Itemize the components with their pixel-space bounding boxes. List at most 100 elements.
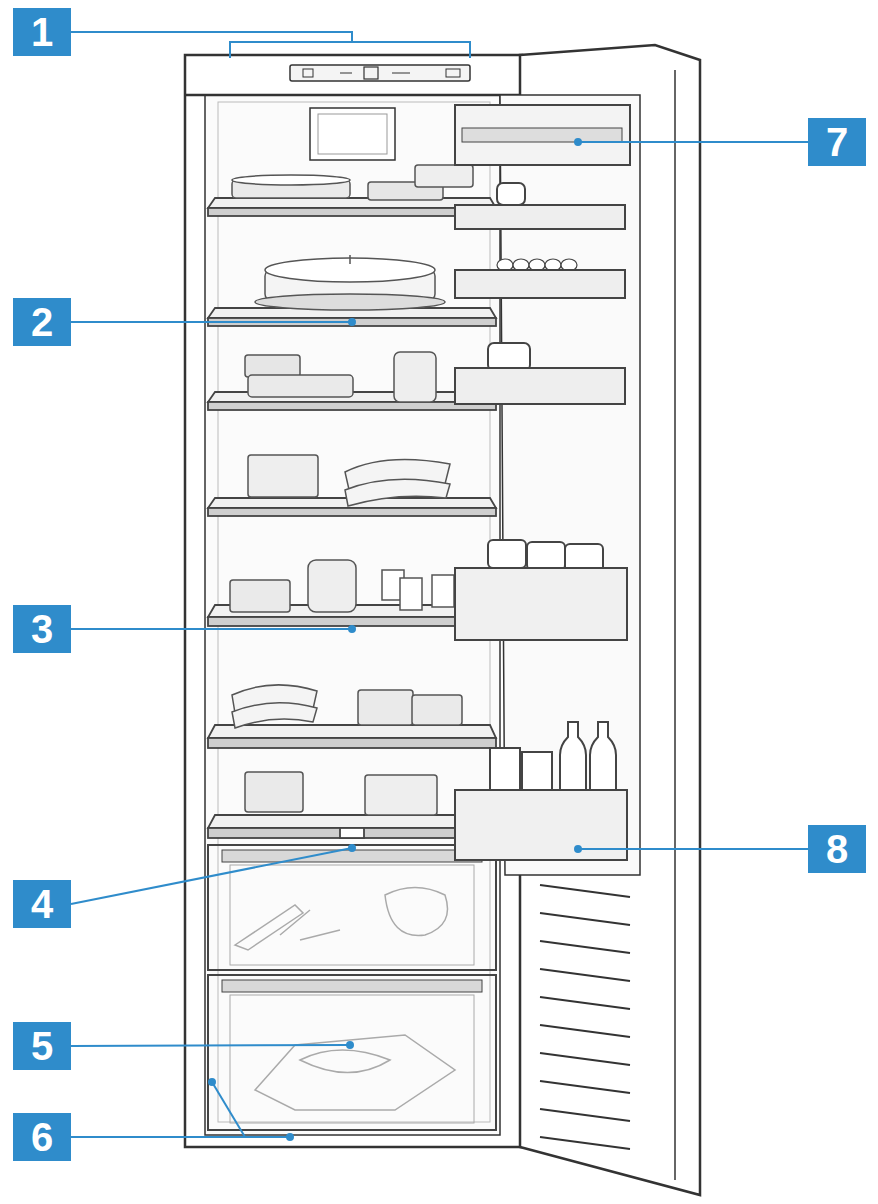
chill-drawer	[208, 975, 496, 1130]
control-icon	[364, 67, 378, 79]
box	[412, 695, 462, 725]
shelf-edge	[208, 508, 496, 516]
leader-line	[212, 1082, 245, 1137]
callout-number: 1	[13, 8, 71, 56]
fan-cover	[310, 108, 395, 160]
callout-number: 2	[13, 298, 71, 346]
container	[248, 375, 353, 397]
meat	[300, 1050, 390, 1073]
cake-plate	[255, 294, 445, 310]
dish	[232, 175, 350, 185]
carton	[490, 748, 520, 793]
jar	[488, 540, 526, 568]
leader-dot	[575, 846, 581, 852]
leader-dot	[209, 1079, 215, 1085]
bottle	[560, 722, 586, 795]
door-bin	[455, 568, 627, 640]
vegetables	[385, 888, 448, 936]
leader-dot	[349, 845, 355, 851]
callout-number: 3	[13, 605, 71, 653]
cup	[400, 578, 422, 610]
box	[230, 580, 290, 612]
control-display	[290, 65, 470, 81]
door-gasket	[674, 70, 676, 1180]
vegetables	[235, 905, 340, 950]
leader-dot	[349, 319, 355, 325]
door-vents	[540, 969, 630, 981]
drawer-glass	[230, 995, 474, 1123]
drawer-rim	[222, 980, 482, 992]
callout-number: 8	[808, 825, 866, 873]
jar	[488, 343, 530, 371]
leader-dot	[349, 626, 355, 632]
drawers	[208, 845, 496, 1130]
door-bin	[455, 368, 625, 404]
control-icon	[303, 69, 313, 77]
shelf-edge	[208, 208, 496, 216]
drawer-glass	[230, 865, 474, 965]
wrapped-food	[345, 479, 450, 506]
leader-dot	[575, 139, 581, 145]
bracket	[230, 42, 470, 58]
leader-line	[71, 321, 352, 323]
carton	[522, 752, 552, 794]
shelf-edge	[208, 402, 496, 410]
shelves	[208, 198, 496, 838]
box	[358, 690, 413, 725]
shelf-edge	[208, 738, 496, 748]
door-bin	[455, 205, 625, 229]
vegetable-drawer	[208, 845, 496, 970]
leader-dot	[347, 1042, 353, 1048]
box	[248, 455, 318, 497]
bottle	[590, 722, 616, 795]
control-icon	[446, 69, 460, 77]
door-vents	[540, 1137, 630, 1149]
box	[365, 775, 437, 815]
panel-edge	[185, 94, 522, 97]
door-bins	[455, 105, 630, 860]
shelf-edge	[208, 828, 496, 838]
callout-number: 5	[13, 1022, 71, 1070]
door-vents	[540, 1081, 630, 1093]
wrapped-food	[232, 703, 317, 728]
door-vents	[540, 997, 630, 1009]
control-icon	[340, 73, 352, 74]
callout-number: 4	[13, 880, 71, 928]
container	[245, 355, 300, 377]
jar	[308, 560, 356, 612]
door-bin	[455, 270, 625, 298]
door-bin	[455, 105, 630, 165]
shelf	[208, 198, 496, 208]
leader-lines	[71, 32, 808, 1140]
bottle	[497, 183, 525, 205]
leader-line	[71, 32, 352, 42]
door-vents	[540, 941, 630, 953]
container	[415, 165, 473, 187]
door-vents	[540, 1025, 630, 1037]
leader-line	[71, 1045, 350, 1046]
leader-dot	[287, 1134, 293, 1140]
jar	[527, 542, 565, 570]
leader-line	[71, 628, 352, 630]
box	[245, 772, 303, 812]
cake-knob	[349, 255, 351, 264]
jar	[394, 352, 436, 402]
fan-cover	[318, 114, 387, 154]
leader-line	[578, 141, 808, 143]
bin-flap	[462, 128, 622, 142]
door-vents	[540, 1109, 630, 1121]
shelf	[208, 815, 496, 828]
door-vents	[540, 1053, 630, 1065]
meat-package	[255, 1035, 455, 1110]
shelf-edge	[208, 617, 496, 626]
callout-number: 6	[13, 1113, 71, 1161]
door-vents	[540, 885, 630, 1149]
leader-line	[71, 848, 352, 904]
leader-line	[578, 848, 808, 850]
food	[230, 165, 473, 1110]
control-icon	[392, 73, 410, 74]
cup	[432, 575, 454, 607]
shelf-handle	[340, 828, 364, 838]
